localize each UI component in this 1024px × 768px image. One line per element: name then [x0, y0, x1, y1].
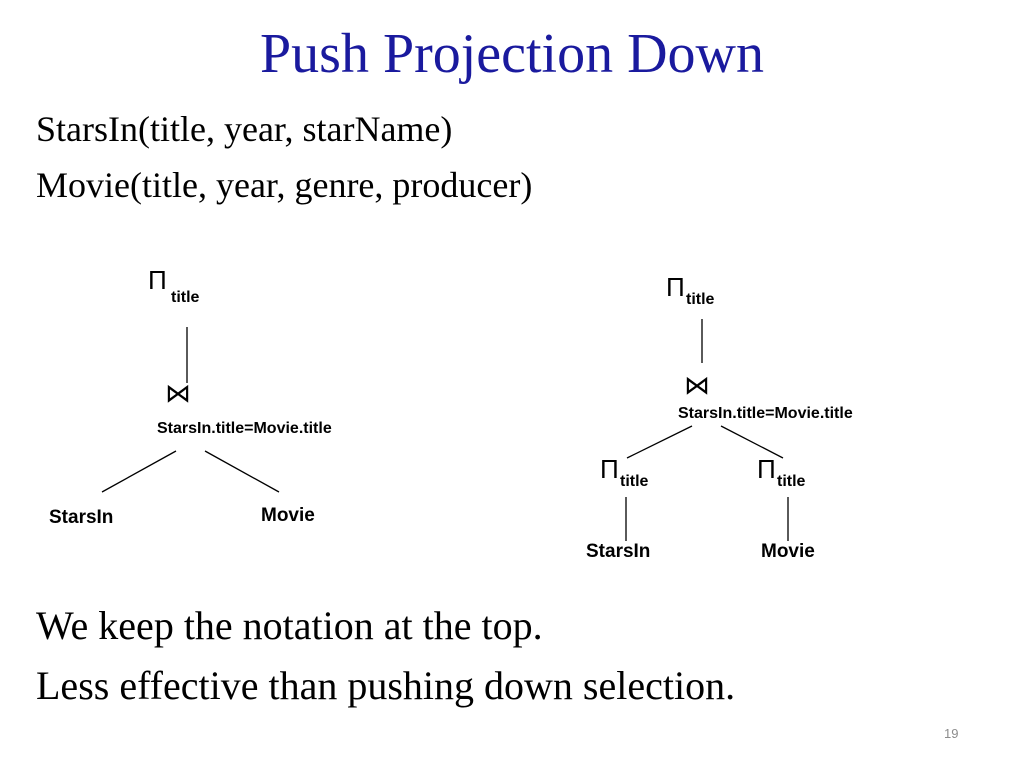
- left-join-symbol: ⋈: [165, 378, 191, 408]
- right-join-to-right-proj-edge: [720, 425, 784, 459]
- right-join-symbol: ⋈: [684, 370, 710, 400]
- right-leaf-movie: Movie: [761, 541, 815, 562]
- left-join-condition: StarsIn.title=Movie.title: [157, 420, 332, 437]
- right-projection-symbol: Π: [666, 272, 685, 302]
- right-right-projection-symbol: Π: [757, 454, 776, 484]
- page-number: 19: [944, 726, 959, 741]
- slide-title: Push Projection Down: [260, 23, 764, 85]
- left-projection-symbol: Π: [148, 265, 167, 295]
- right-join-to-left-proj-edge: [626, 425, 693, 459]
- right-join-condition: StarsIn.title=Movie.title: [678, 405, 853, 422]
- schema-starsin: StarsIn(title, year, starName): [36, 109, 453, 149]
- right-projection-attr: title: [686, 291, 715, 308]
- left-leaf-starsin: StarsIn: [49, 507, 114, 528]
- right-left-projection-attr: title: [620, 473, 649, 490]
- left-leaf-movie: Movie: [261, 505, 315, 526]
- left-join-to-starsin-edge: [101, 450, 177, 493]
- left-join-to-movie-edge: [204, 450, 280, 493]
- note-effectiveness: Less effective than pushing down selecti…: [36, 663, 736, 708]
- right-right-projection-attr: title: [777, 473, 806, 490]
- schema-movie: Movie(title, year, genre, producer): [36, 165, 533, 205]
- left-projection-attr: title: [171, 289, 200, 306]
- right-leaf-starsin: StarsIn: [586, 541, 651, 562]
- note-notation: We keep the notation at the top.: [36, 603, 543, 648]
- right-left-projection-symbol: Π: [600, 454, 619, 484]
